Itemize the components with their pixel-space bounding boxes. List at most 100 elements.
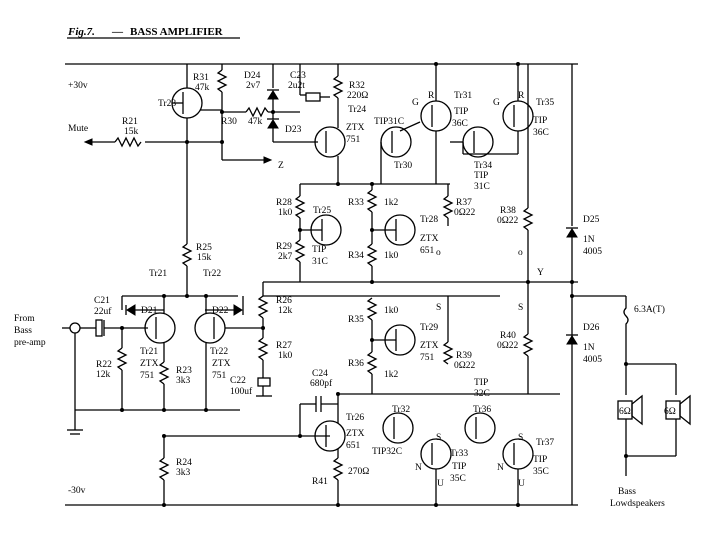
junction — [370, 338, 374, 342]
tr31-type: TIP — [454, 107, 468, 117]
s-label-2: S — [518, 303, 523, 313]
tr30-type: TIP31C — [374, 117, 404, 127]
junction — [162, 434, 166, 438]
r36-label: R36 — [348, 359, 364, 369]
resistor-r22 — [116, 347, 128, 371]
tr29-type: ZTX — [420, 341, 439, 351]
resistor-r35 — [366, 297, 378, 321]
speaker-2-cone — [679, 394, 691, 426]
junction — [298, 228, 302, 232]
y-label: Y — [537, 268, 544, 278]
fuse-label: 6.3A(T) — [634, 304, 665, 315]
fuse-icon — [623, 296, 629, 364]
input-jack-icon[interactable] — [69, 322, 81, 334]
resistor-r32 — [332, 75, 344, 99]
tr35-number: 36C — [533, 128, 549, 138]
d22-label: D22 — [212, 306, 229, 316]
mute-arrow-icon — [83, 138, 93, 146]
junction — [370, 182, 374, 186]
r24-value: 3k3 — [176, 468, 191, 478]
r30-label: R30 — [221, 117, 237, 127]
tr31-number: 36C — [452, 119, 468, 129]
junction — [185, 140, 189, 144]
r37-label: R37 — [456, 198, 472, 208]
s-label-4: S — [518, 433, 523, 443]
tr21-label: Tr21 — [140, 347, 158, 357]
transistor-tr36 — [464, 412, 496, 444]
d25-value2: 4005 — [583, 247, 602, 257]
tr24-label: Tr24 — [348, 105, 366, 115]
d25-label: D25 — [583, 215, 600, 225]
n-label-2: N — [497, 463, 504, 473]
speaker-1-impedance: 6Ω — [619, 407, 631, 417]
junction — [370, 228, 374, 232]
tr25-number: 31C — [312, 257, 328, 267]
junction — [271, 110, 275, 114]
diode-d25 — [566, 228, 578, 238]
r22-label: R22 — [96, 360, 112, 370]
tr33-number: 35C — [450, 474, 466, 484]
resistor-r30 — [245, 106, 269, 118]
tr37-type: TIP — [533, 455, 547, 465]
r38-value: 0Ω22 — [497, 216, 519, 226]
r32-label: R32 — [349, 81, 365, 91]
r28-value: 1k0 — [278, 208, 293, 218]
tr28-label: Tr28 — [420, 215, 438, 225]
junction — [336, 392, 340, 396]
resistor-r38 — [522, 207, 534, 231]
tr22-label: Tr22 — [210, 347, 228, 357]
capacitor-c21 — [95, 319, 103, 337]
tr34-number: 31C — [474, 182, 490, 192]
transistor-tr21 — [144, 312, 176, 344]
diode-d22 — [233, 304, 243, 316]
tr22-number: 751 — [212, 371, 227, 381]
tr21-tag: Tr21 — [149, 269, 167, 279]
tr35-type: TIP — [533, 116, 547, 126]
r21-value: 15k — [124, 127, 139, 137]
resistor-r31 — [216, 69, 228, 93]
s-label-1: S — [436, 303, 441, 313]
r39-value: 0Ω22 — [454, 361, 476, 371]
junction — [516, 62, 520, 66]
junction — [570, 294, 574, 298]
r29-label: R29 — [276, 242, 292, 252]
tr21-number: 751 — [140, 371, 155, 381]
input-label-2: Bass — [14, 326, 32, 336]
resistor-r25 — [181, 243, 193, 267]
resistor-r36 — [366, 351, 378, 375]
tr28-number: 651 — [420, 246, 435, 256]
tr21-type: ZTX — [140, 359, 159, 369]
mid-o-2: o — [518, 248, 523, 258]
d24-label: D24 — [244, 71, 261, 81]
d23-label: D23 — [285, 125, 302, 135]
tr29-number: 751 — [420, 353, 435, 363]
r27-value: 1k0 — [278, 351, 293, 361]
r31-label: R31 — [193, 73, 209, 83]
n-label-1: N — [415, 463, 422, 473]
tr31-label: Tr31 — [454, 91, 472, 101]
diode-d26 — [566, 335, 578, 345]
junction — [526, 280, 530, 284]
c24-label: C24 — [312, 369, 328, 379]
tr32-type: TIP32C — [372, 447, 402, 457]
resistor-r27 — [257, 337, 269, 361]
junction — [261, 326, 265, 330]
tr35-g: G — [493, 98, 500, 108]
input-label-1: From — [14, 314, 35, 324]
tr33-label: Tr33 — [450, 449, 468, 459]
d26-value: 1N — [583, 343, 595, 353]
tr33-type: TIP — [452, 462, 466, 472]
transistor-tr26 — [314, 420, 346, 452]
u-label-2: U — [518, 479, 525, 489]
resistor-r29 — [294, 239, 306, 263]
junction — [570, 280, 574, 284]
r21-label: R21 — [122, 117, 138, 127]
c22-label: C22 — [230, 376, 246, 386]
r29-value: 2k7 — [278, 252, 293, 262]
tr32-label: Tr32 — [392, 405, 410, 415]
r33-value: 1k2 — [384, 198, 399, 208]
d21-label: D21 — [141, 306, 158, 316]
transistor-tr32 — [382, 412, 414, 444]
r34-value: 1k0 — [384, 251, 399, 261]
mid-o-1: o — [436, 248, 441, 258]
